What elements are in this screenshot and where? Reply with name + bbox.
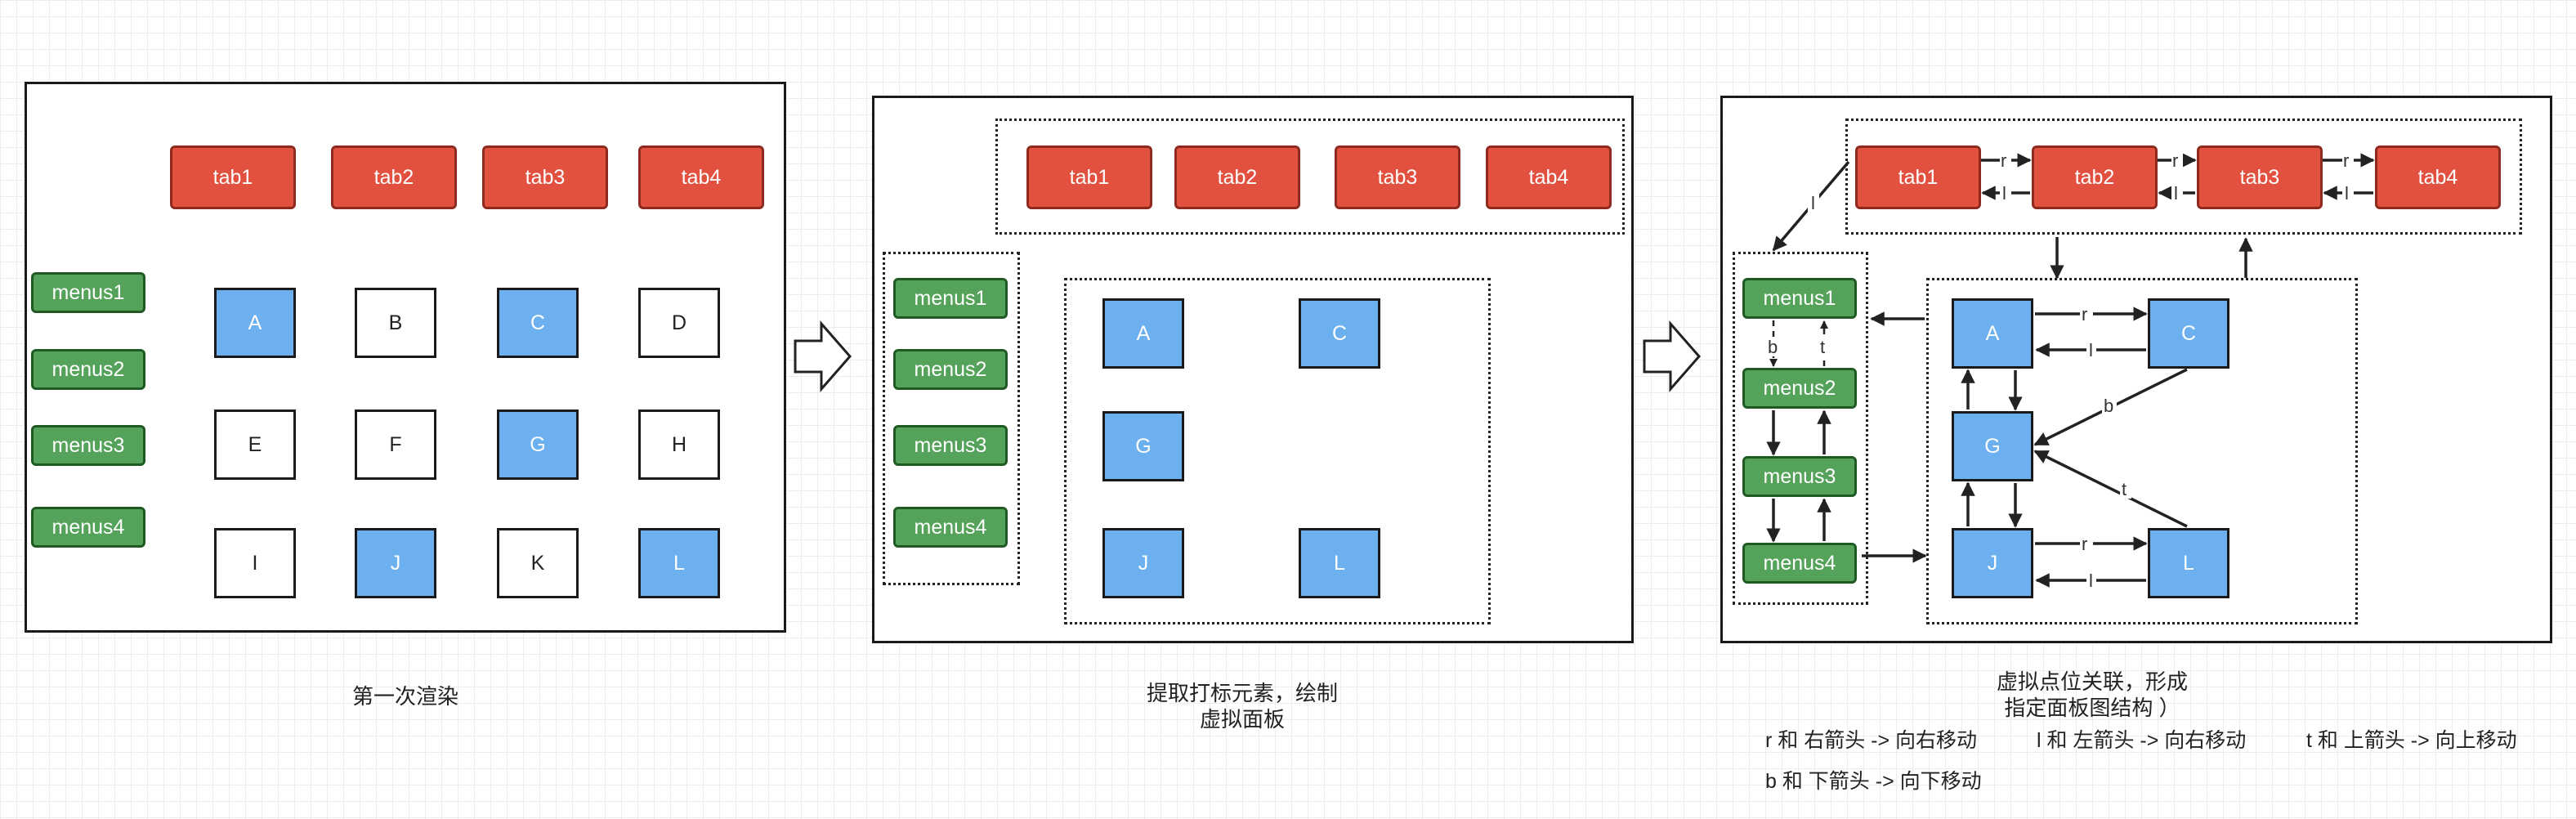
- label-tab3-tab2-l: l: [2174, 183, 2178, 204]
- label-tab3-tab4-r: r: [2343, 150, 2349, 171]
- label-tab4-tab3-l: l: [2345, 183, 2349, 204]
- transition-arrow-1: [795, 324, 850, 389]
- label-tab2-tab1-l: l: [2002, 183, 2006, 204]
- transition-arrow-2: [1644, 324, 1699, 389]
- label-c-a-l: l: [2089, 340, 2093, 360]
- label-c-g-b: b: [2104, 396, 2113, 416]
- label-menus1-menus2-b: b: [1768, 337, 1778, 357]
- label-a-c-r: r: [2082, 304, 2087, 324]
- label-l-g-t: t: [2122, 479, 2127, 499]
- label-tab2-tab3-r: r: [2172, 150, 2178, 171]
- label-j-l-r: r: [2082, 534, 2087, 554]
- label-tab1-menus1-l: l: [1811, 193, 1815, 213]
- label-menus2-menus1-t: t: [1820, 337, 1825, 357]
- label-tab1-tab2-r: r: [2001, 150, 2006, 171]
- label-l-j-l: l: [2089, 571, 2093, 591]
- edge-l-g-t: [2035, 451, 2187, 526]
